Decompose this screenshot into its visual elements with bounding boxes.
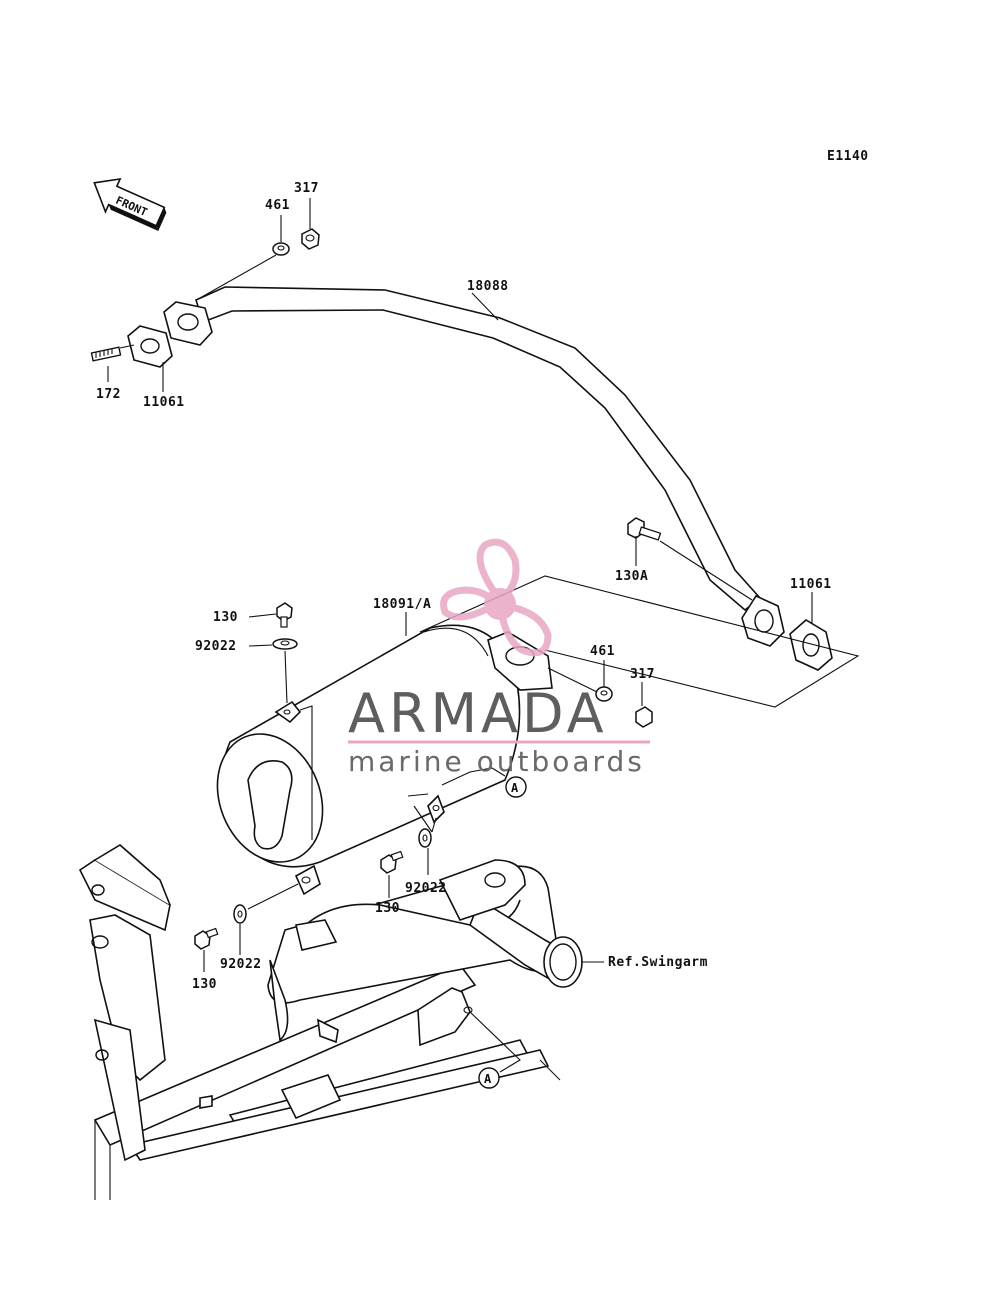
armada-watermark: ARMADA marine outboards (348, 538, 650, 778)
callout-92022-top: 92022 (195, 639, 237, 654)
ref-swingarm-label: Ref.Swingarm (608, 955, 708, 970)
washer-461-top (272, 242, 290, 256)
watermark-brand: ARMADA (348, 682, 608, 745)
nut-317-top (301, 228, 320, 250)
leader-mid-bracket (413, 805, 437, 833)
callout-130-top: 130 (213, 610, 238, 625)
svg-text:A: A (484, 1072, 492, 1086)
bolt-130-top (276, 602, 293, 628)
frame-structure (78, 844, 583, 1200)
front-arrow-icon: FRONT (93, 177, 167, 231)
bolt-130A (627, 517, 753, 601)
bolt-130-mid (380, 850, 404, 874)
stud-172 (90, 344, 135, 362)
callout-317-top: 317 (294, 181, 319, 196)
washer-461-mid (595, 686, 613, 702)
callout-130A: 130A (615, 569, 648, 584)
callout-18091A: 18091/A (373, 597, 431, 612)
muffler-18091A (216, 624, 553, 896)
washer-92022-top (272, 638, 298, 650)
callout-130-low: 130 (192, 977, 217, 992)
leader-low-washer (247, 883, 299, 910)
callout-317-mid: 317 (630, 667, 655, 682)
propeller-logo-icon (440, 538, 552, 657)
leader-washer-to-flange (199, 254, 277, 299)
ref-marker-A-upper: A (407, 767, 527, 798)
washer-92022-mid (418, 828, 432, 848)
bolt-130-low (194, 927, 219, 950)
callout-92022-low: 92022 (220, 957, 262, 972)
callout-92022-mid: 92022 (405, 881, 447, 896)
callout-leaders (107, 198, 813, 972)
callout-461-mid: 461 (590, 644, 615, 659)
callout-461-top: 461 (265, 198, 290, 213)
washer-92022-low (233, 904, 247, 924)
leader-mid-washer (547, 667, 598, 693)
callout-18088: 18088 (467, 279, 509, 294)
callout-11061-left: 11061 (143, 395, 185, 410)
ref-marker-A-lower: A (469, 1011, 521, 1089)
exhaust-pipe-18088 (127, 286, 833, 671)
watermark-tagline: marine outboards (348, 745, 645, 778)
callout-11061-right: 11061 (790, 577, 832, 592)
svg-text:A: A (511, 781, 519, 795)
diagram-code: E1140 (827, 149, 869, 164)
callout-172: 172 (96, 387, 121, 402)
leader-washer-top (284, 650, 288, 704)
callout-130-mid: 130 (375, 901, 400, 916)
nut-317-mid (635, 706, 653, 728)
